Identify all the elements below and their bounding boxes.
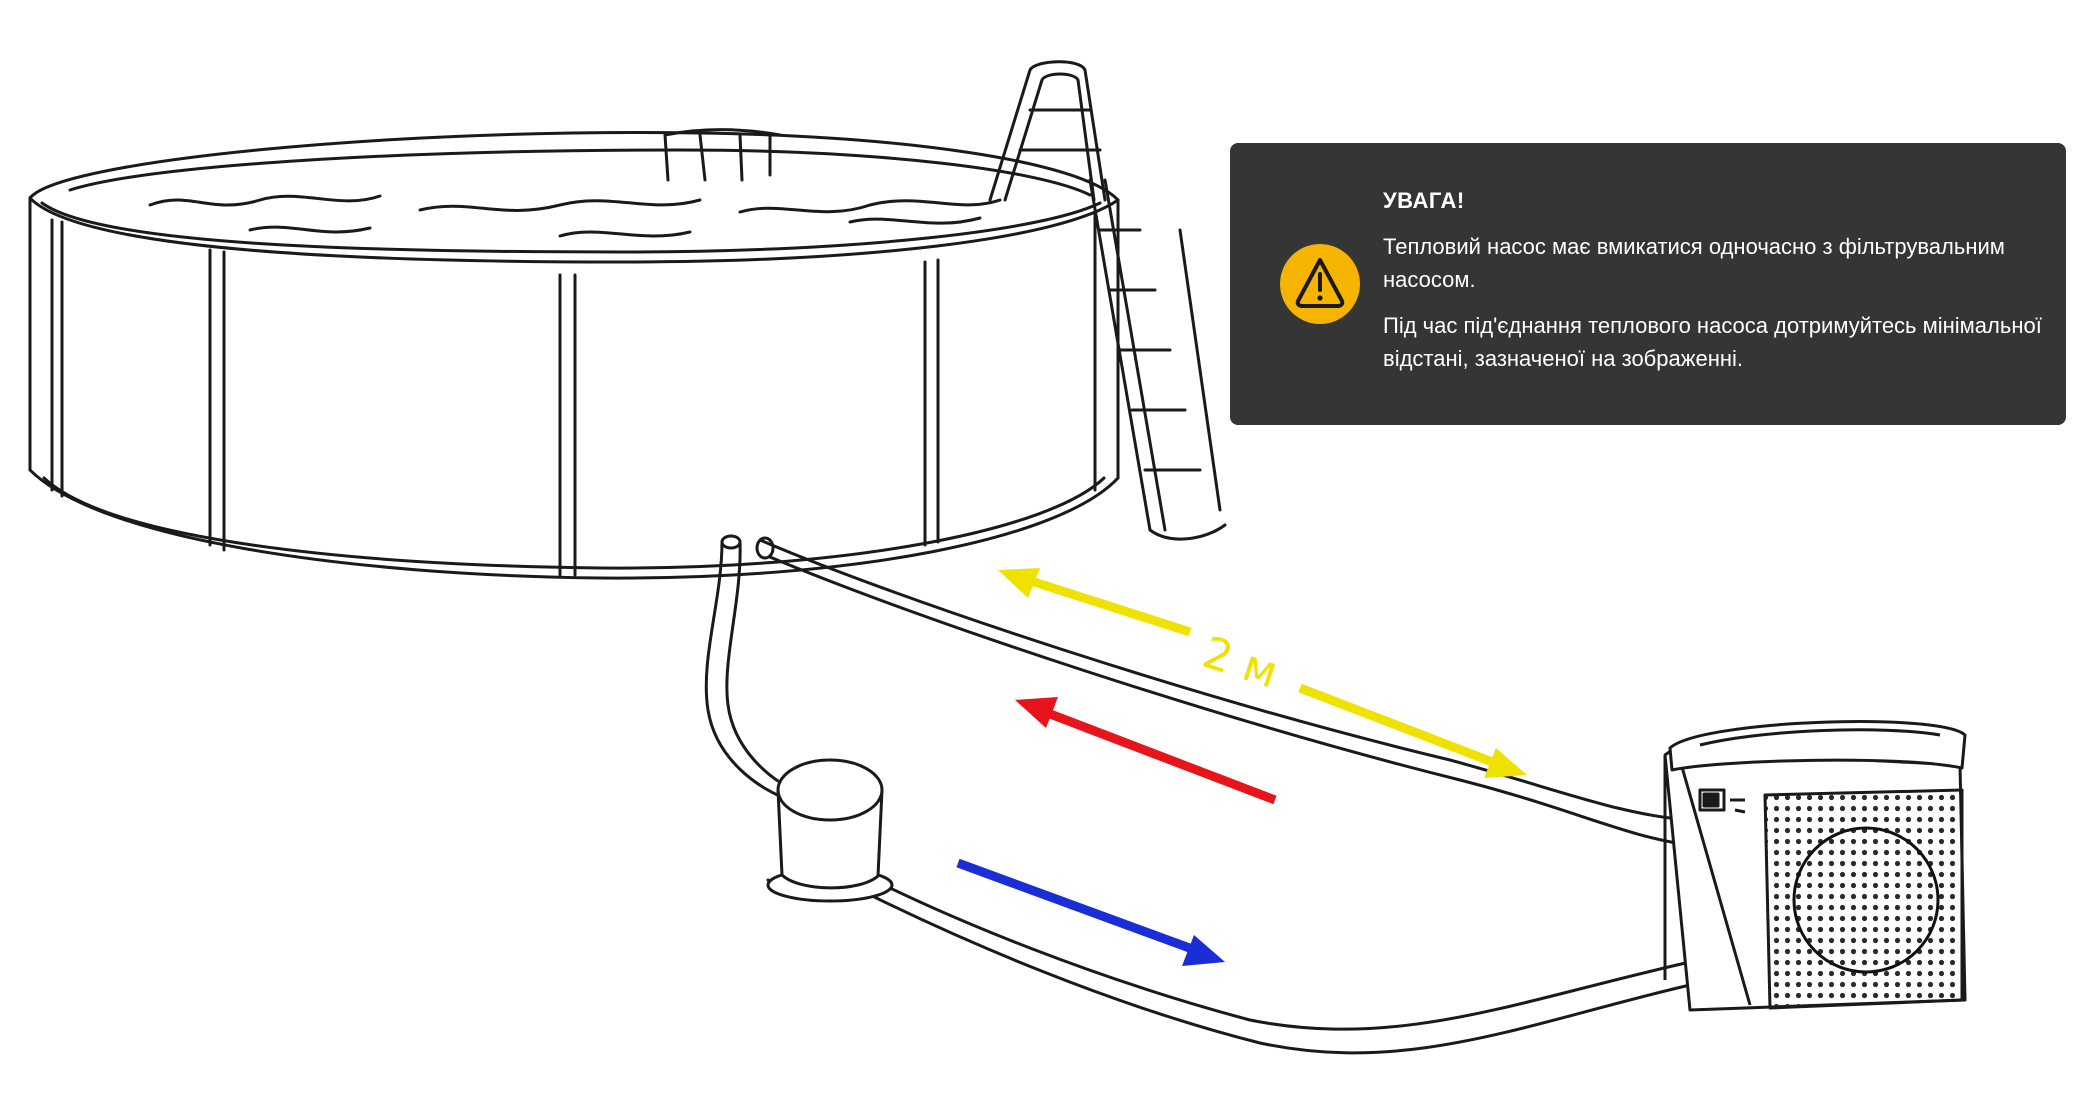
distance-label: 2 м (1197, 627, 1284, 699)
heat-pump-unit (1663, 720, 1967, 1012)
supply-hose (840, 865, 1716, 1055)
warning-icon (1280, 244, 1360, 324)
warning-text-1: Тепловий насос має вмикатися одночасно з… (1383, 234, 2005, 292)
filter-pump (766, 758, 894, 903)
return-hose (755, 536, 1714, 850)
warning-text-2: Під час під'єднання теплового насоса дот… (1383, 313, 2042, 371)
supply-flow-arrow (956, 858, 1225, 966)
above-ground-pool (28, 128, 1120, 580)
return-flow-arrow (1015, 697, 1277, 805)
warning-panel: УВАГА! Тепловий насос має вмикатися одно… (1230, 143, 2066, 425)
pool-to-filter-hose (704, 534, 792, 802)
pool-ladder (988, 60, 1227, 541)
warning-title: УВАГА! (1383, 188, 1465, 213)
distance-arrow (998, 568, 1527, 778)
